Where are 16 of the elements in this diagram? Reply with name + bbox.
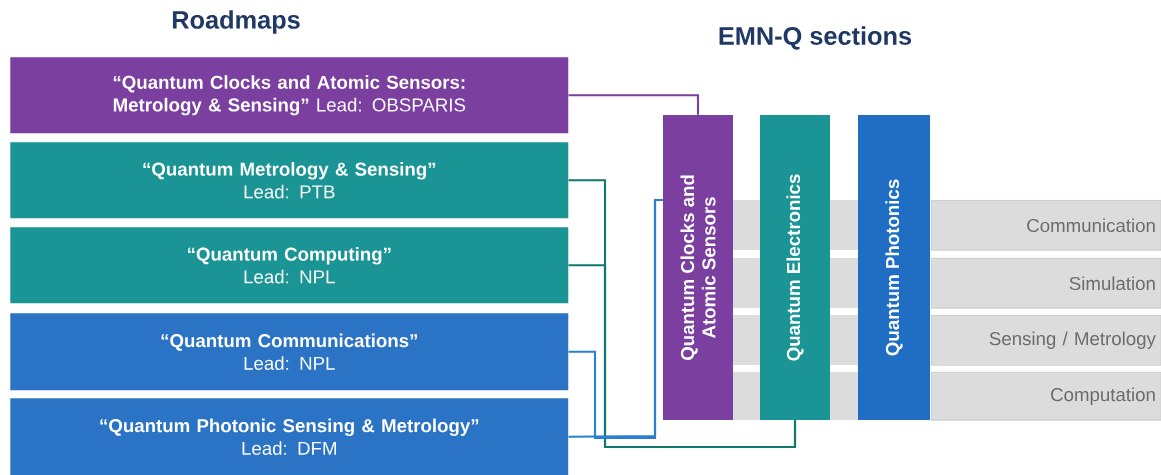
section-column: Quantum Clocks and Atomic Sensors xyxy=(663,115,733,420)
row-band: Simulation xyxy=(931,258,1161,309)
row-band: Communication xyxy=(931,200,1161,251)
roadmap-box: “Quantum Computing” Lead: NPL xyxy=(10,227,569,304)
section-heading: EMN-Q sections xyxy=(719,26,912,50)
row-band: Computation xyxy=(931,372,1161,421)
connector-line xyxy=(568,264,797,449)
roadmap-box: “Quantum Clocks and Atomic Sensors: Metrology & Sensing” Lead: OBSPARIS xyxy=(10,57,569,134)
connector-line xyxy=(568,94,700,115)
roadmap-box: “Quantum Communications” Lead: NPL xyxy=(10,313,569,391)
roadmap-box: “Quantum Photonic Sensing & Metrology” Lead: DFM xyxy=(10,398,569,475)
row-band: Sensing / Metrology xyxy=(931,315,1161,366)
section-column: Quantum Photonics xyxy=(858,115,930,420)
section-heading: Roadmaps xyxy=(172,10,300,34)
section-column: Quantum Electronics xyxy=(760,115,830,420)
roadmap-box: “Quantum Metrology & Sensing” Lead: PTB xyxy=(10,142,569,219)
